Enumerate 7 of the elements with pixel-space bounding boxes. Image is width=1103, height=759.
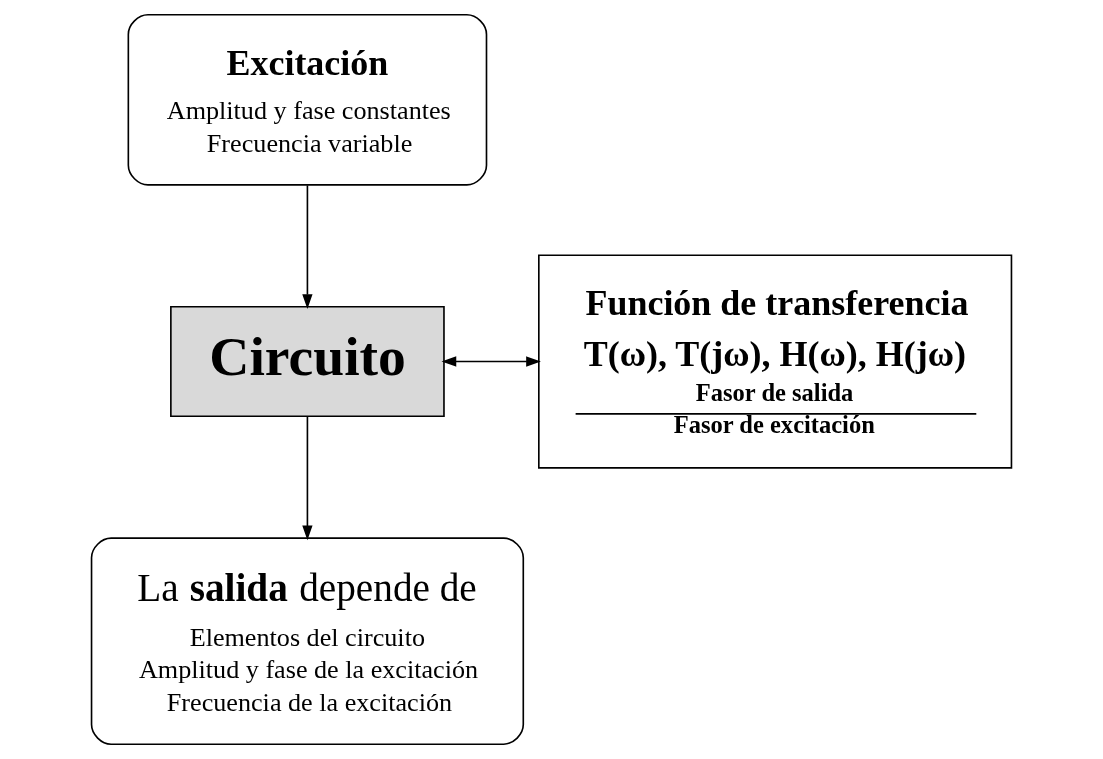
node-box: La salida depende de Elementos del circuito Amplitud y fase de la excitación Frecuencia de la excitación [90,537,525,746]
node-box: Circuito [170,305,445,418]
node-box: Excitación Amplitud y fase constantes Frecuencia variable [127,14,488,186]
node-box: Función de transferencia T(ω), T(jω), H(ω), H(jω) Fasor de salida Fasor de excitación [538,254,1013,469]
arrow [302,415,313,541]
arrow [441,356,541,367]
arrow [302,184,313,309]
